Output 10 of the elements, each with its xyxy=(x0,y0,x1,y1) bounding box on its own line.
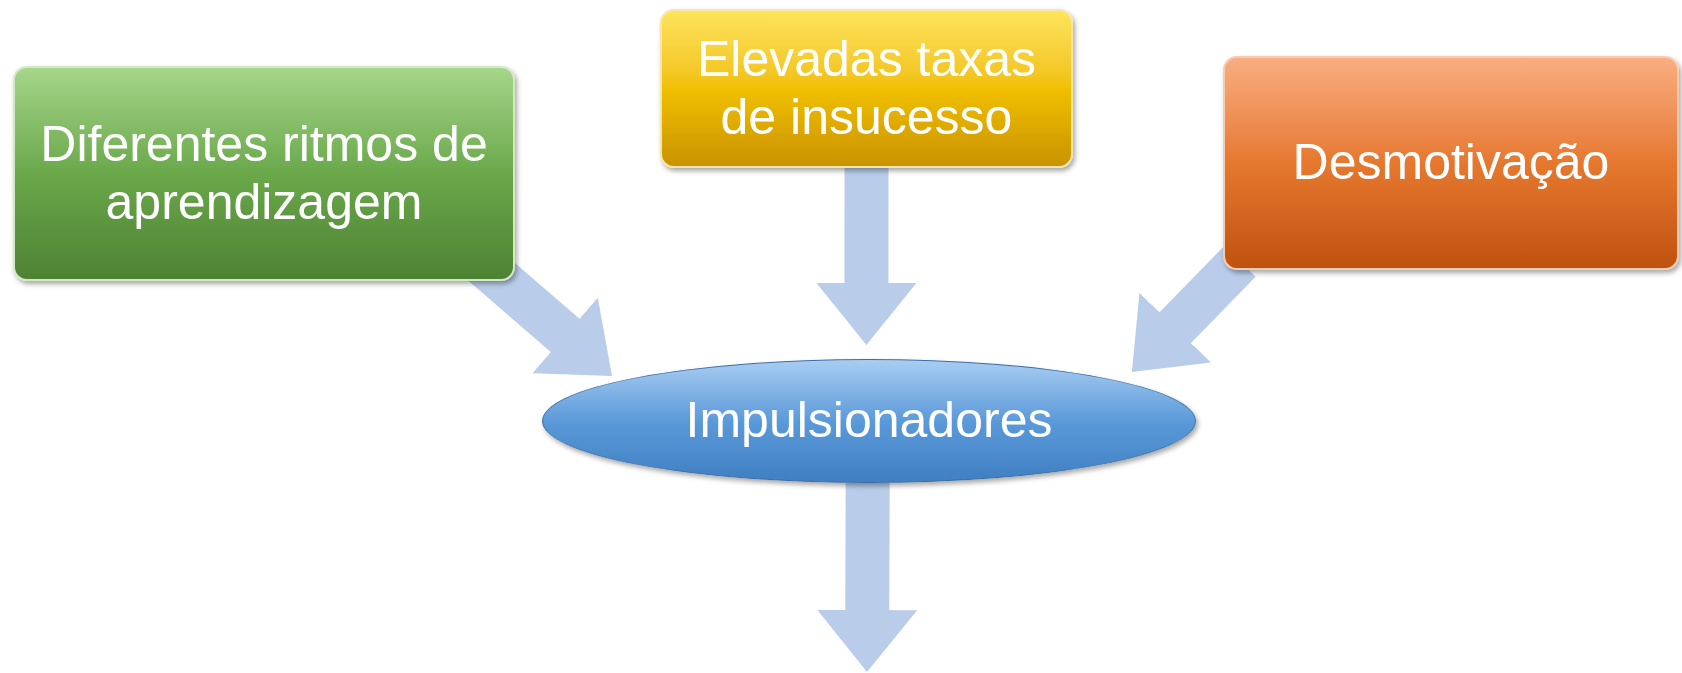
block-arrow xyxy=(1131,246,1256,372)
node-label: Impulsionadores xyxy=(684,392,1054,450)
cause-box xyxy=(13,66,515,281)
node-label: Elevadas taxas de insucesso xyxy=(695,31,1038,146)
node-label: Diferentes ritmos de aprendizagem xyxy=(39,116,489,231)
block-arrow xyxy=(816,168,917,345)
cause-box xyxy=(1223,56,1679,270)
node-label: Desmotivação xyxy=(1291,134,1611,192)
block-arrow xyxy=(817,482,918,672)
cause-box xyxy=(660,9,1073,168)
